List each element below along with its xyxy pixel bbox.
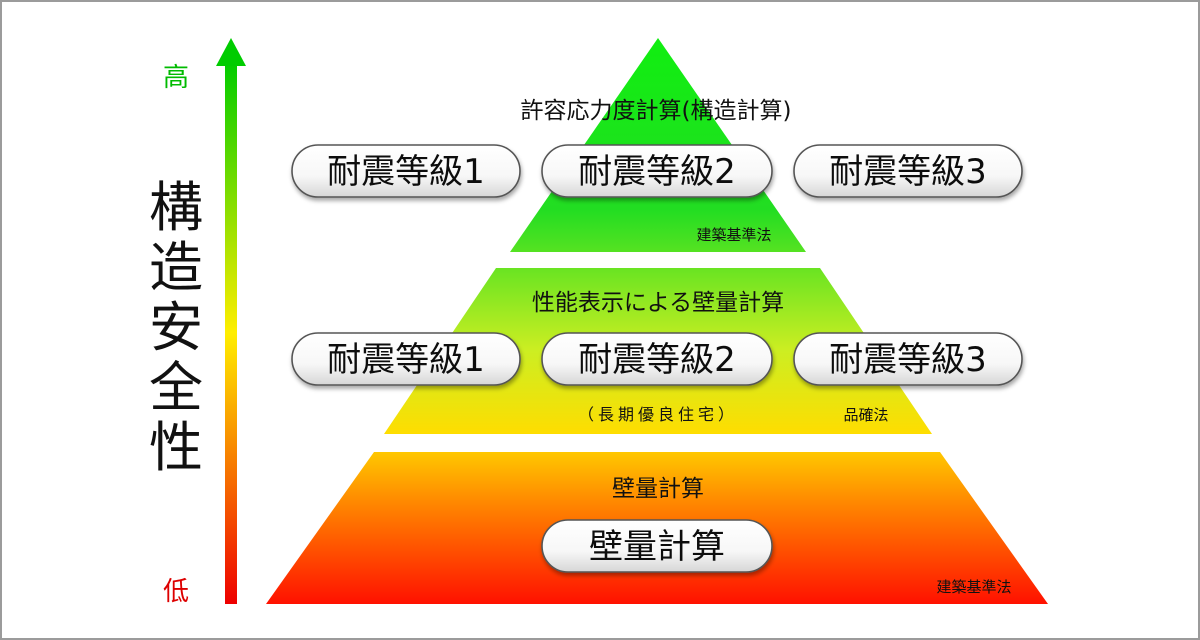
axis-title-char: 造	[149, 236, 203, 299]
grade-label: 耐震等級1	[327, 152, 485, 192]
axis-arrow-shaft	[225, 62, 237, 604]
grade-label: 壁量計算	[589, 527, 725, 567]
tier-allowable-stress: 許容応力度計算(構造計算) 耐震等級1 耐震等級2 耐震等級3 建築基準法	[291, 98, 1023, 244]
axis-title-char: 安	[149, 296, 203, 359]
tier-law: 建築基準法	[936, 578, 1011, 596]
tier-note: （長期優良住宅）	[578, 405, 738, 424]
axis-title-char: 構	[149, 176, 203, 239]
axis-title: 構造安全性	[149, 176, 203, 479]
grade-label: 耐震等級2	[578, 340, 736, 380]
safety-axis: 高 低 構造安全性	[149, 38, 246, 607]
grade-label: 耐震等級3	[829, 152, 987, 192]
grade-pill-2: 耐震等級2	[541, 332, 773, 386]
axis-high-label: 高	[163, 63, 189, 93]
grade-pill-1: 壁量計算	[541, 519, 773, 573]
tier-wall-calc: 壁量計算 壁量計算 建築基準法	[541, 476, 1012, 596]
axis-title-char: 性	[149, 416, 203, 479]
axis-low-label: 低	[163, 577, 189, 607]
grade-pill-3: 耐震等級3	[793, 332, 1023, 386]
tier-title: 壁量計算	[612, 476, 704, 502]
grade-pill-3: 耐震等級3	[793, 144, 1023, 198]
grade-label: 耐震等級1	[327, 340, 485, 380]
grade-pill-2: 耐震等級2	[541, 144, 773, 198]
axis-arrow-head	[216, 38, 246, 66]
tier-title: 許容応力度計算(構造計算)	[521, 98, 792, 124]
grade-label: 耐震等級3	[829, 340, 987, 380]
tier-law: 品確法	[843, 406, 888, 424]
tier-performance-wall: 性能表示による壁量計算 耐震等級1 耐震等級2 耐震等級3 （長期優良住宅） 品…	[291, 290, 1023, 424]
tier-title: 性能表示による壁量計算	[532, 290, 784, 316]
grade-pill-1: 耐震等級1	[291, 332, 521, 386]
grade-label: 耐震等級2	[578, 152, 736, 192]
grade-pill-1: 耐震等級1	[291, 144, 521, 198]
axis-title-char: 全	[149, 356, 203, 419]
tier-law: 建築基準法	[696, 226, 771, 244]
